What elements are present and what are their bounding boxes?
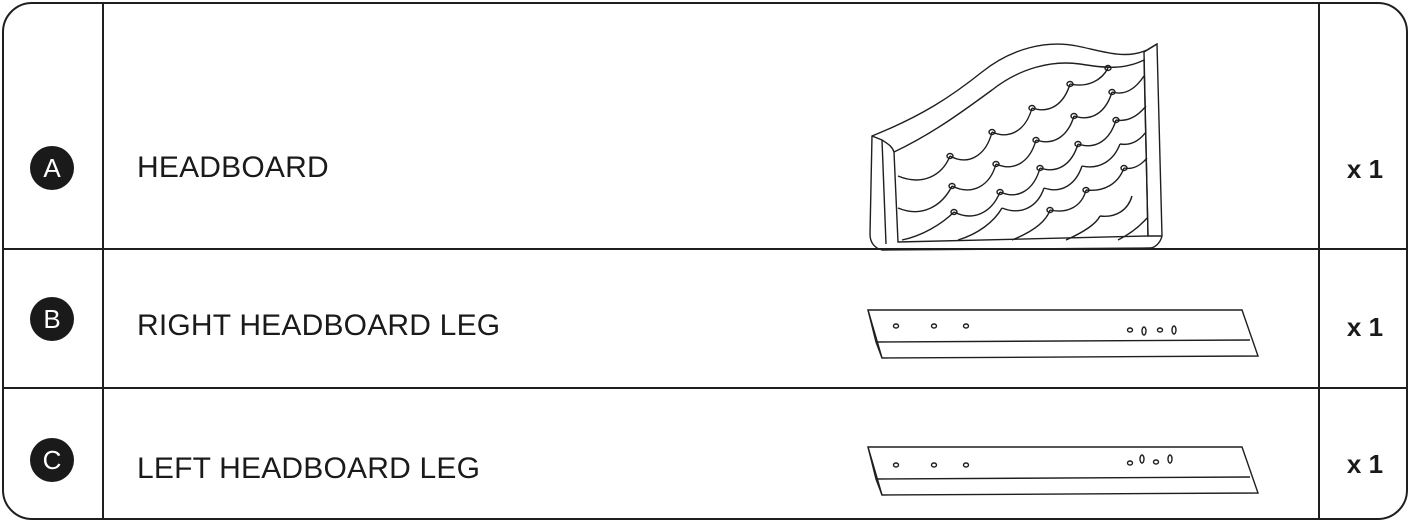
wooden-leg-icon xyxy=(867,446,1259,496)
part-name: LEFT HEADBOARD LEG xyxy=(137,452,481,485)
tufted-headboard-icon xyxy=(869,42,1163,251)
part-row-c: C LEFT HEADBOARD LEG x 1 xyxy=(4,387,1406,518)
part-name: HEADBOARD xyxy=(137,151,329,184)
part-letter-badge: C xyxy=(30,438,74,482)
part-row-b: B RIGHT HEADBOARD LEG x 1 xyxy=(4,248,1406,387)
part-letter-badge: B xyxy=(30,297,74,341)
part-quantity: x 1 xyxy=(1346,154,1384,184)
part-name: RIGHT HEADBOARD LEG xyxy=(137,309,501,342)
column-divider xyxy=(1318,4,1320,518)
part-row-a: A HEADBOARD x 1 xyxy=(4,4,1406,251)
part-letter-badge: A xyxy=(30,146,74,190)
column-divider xyxy=(102,4,104,518)
parts-list-table: A HEADBOARD x 1 B RIGHT xyxy=(2,2,1408,520)
row-divider xyxy=(4,387,1406,389)
part-quantity: x 1 xyxy=(1346,449,1384,479)
wooden-leg-icon xyxy=(867,309,1259,359)
row-divider xyxy=(4,248,1406,250)
part-quantity: x 1 xyxy=(1346,312,1384,342)
